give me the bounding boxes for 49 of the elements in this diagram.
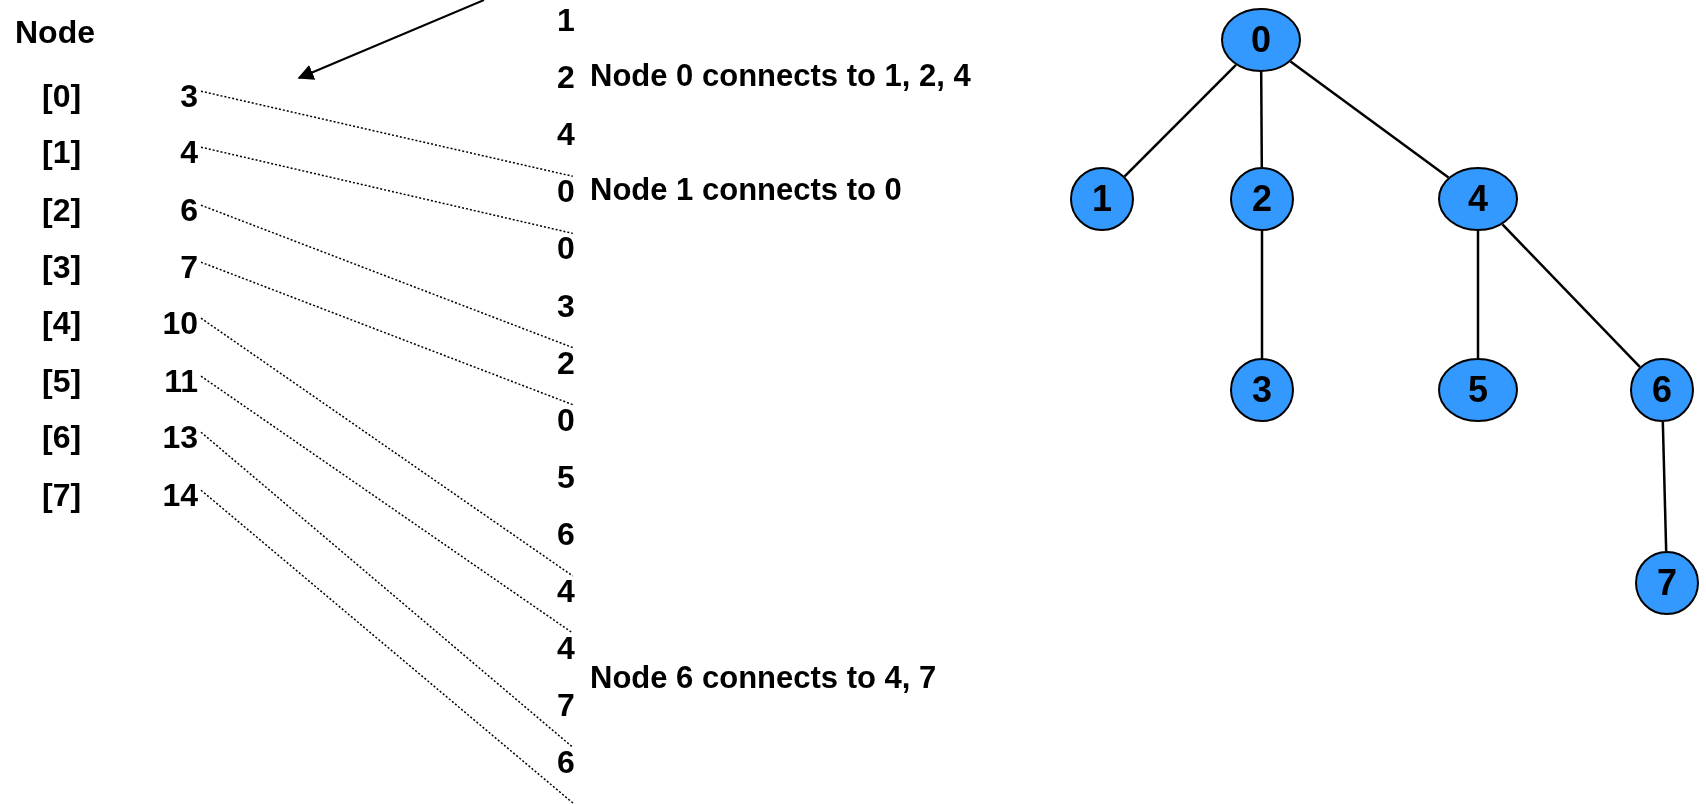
tree-node: 4: [1438, 167, 1518, 231]
offset-value: 10: [162, 307, 198, 339]
index-label: [5]: [42, 365, 82, 397]
index-label: [0]: [42, 80, 82, 112]
column-heading: Node: [15, 16, 95, 48]
index-label: [7]: [42, 479, 82, 511]
tree-edge: [1123, 64, 1237, 178]
list-entry: 4: [557, 118, 575, 151]
list-entry: 6: [557, 517, 575, 550]
tree-node: 1: [1070, 167, 1134, 231]
list-entry: 5: [557, 460, 575, 493]
tree-node: 0: [1221, 8, 1301, 72]
offset-value: 7: [180, 251, 198, 283]
list-entry: 2: [557, 61, 575, 94]
index-label: [3]: [42, 251, 82, 283]
note-text: Node 0 connects to 1, 2, 4: [590, 60, 971, 91]
tree-node: 5: [1438, 358, 1518, 422]
tree-edge: [1661, 421, 1668, 552]
offset-value: 13: [162, 421, 198, 453]
index-label: [2]: [42, 194, 82, 226]
tree-edge: [1289, 60, 1450, 179]
note-text: Node 6 connects to 4, 7: [590, 662, 937, 693]
tree-edge: [1259, 72, 1264, 167]
index-label: [6]: [42, 421, 82, 453]
list-entry: 0: [557, 175, 575, 208]
list-entry: 6: [557, 746, 575, 779]
list-entry: 1: [557, 4, 575, 36]
offset-value: 11: [164, 365, 198, 397]
offset-value: 14: [162, 479, 198, 511]
index-label: [4]: [42, 307, 82, 339]
offset-value: 6: [180, 194, 198, 226]
offset-value: 3: [180, 80, 198, 112]
tree-edge: [1501, 223, 1641, 368]
list-entry: 7: [557, 689, 575, 722]
list-entry: 4: [557, 575, 575, 607]
tree-node: 6: [1630, 358, 1694, 422]
tree-node: 3: [1230, 358, 1294, 422]
list-entry: 4: [557, 632, 575, 665]
list-entry: 0: [557, 403, 575, 436]
offset-value: 4: [180, 136, 198, 168]
list-entry: 3: [557, 289, 575, 322]
index-label: [1]: [42, 136, 82, 168]
tree-node: 7: [1635, 551, 1699, 615]
tree-edge: [1260, 231, 1264, 358]
tree-node: 2: [1230, 167, 1294, 231]
list-entry: 2: [557, 346, 575, 379]
tree-edge: [1476, 231, 1480, 358]
note-text: Node 1 connects to 0: [590, 174, 902, 205]
list-entry: 0: [557, 232, 575, 265]
